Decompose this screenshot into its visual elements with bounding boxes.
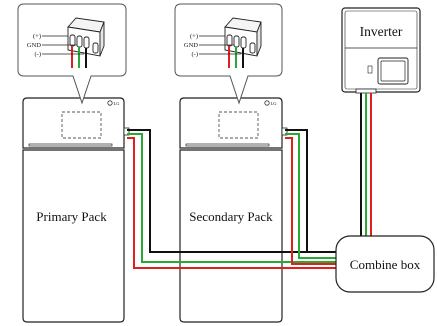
connector-callout-primary: (+) GND (-) — [17, 3, 127, 105]
primary-pack: LG Primary Pack — [22, 97, 125, 323]
pin-label-positive: (+) — [33, 33, 41, 40]
secondary-pack-label: Secondary Pack — [189, 209, 273, 224]
pin-label-negative-2: (-) — [192, 51, 199, 58]
pin-label-positive-2: (+) — [190, 33, 198, 40]
combine-box: Combine box — [335, 235, 435, 293]
pin-label-negative: (-) — [35, 51, 42, 58]
combine-box-label: Combine box — [350, 257, 421, 272]
inverter-label: Inverter — [360, 24, 403, 39]
inverter: Inverter — [341, 7, 421, 94]
primary-pack-label: Primary Pack — [36, 209, 107, 224]
connector-plug-icon — [67, 17, 105, 57]
primary-connector-area — [61, 111, 102, 139]
connector-callout-secondary: (+) GND (-) — [174, 3, 283, 105]
secondary-logo: LG — [271, 101, 278, 106]
connector-plug-icon-2 — [224, 17, 262, 57]
primary-logo: LG — [114, 101, 121, 106]
secondary-pack: LG Secondary Pack — [179, 97, 283, 323]
secondary-logo-icon — [264, 100, 270, 106]
pin-label-gnd: GND — [27, 42, 41, 49]
inverter-display-icon — [367, 57, 409, 85]
primary-logo-icon — [107, 100, 113, 106]
secondary-connector-area — [218, 111, 259, 139]
wiring — [123, 93, 372, 269]
pin-label-gnd-2: GND — [184, 42, 198, 49]
